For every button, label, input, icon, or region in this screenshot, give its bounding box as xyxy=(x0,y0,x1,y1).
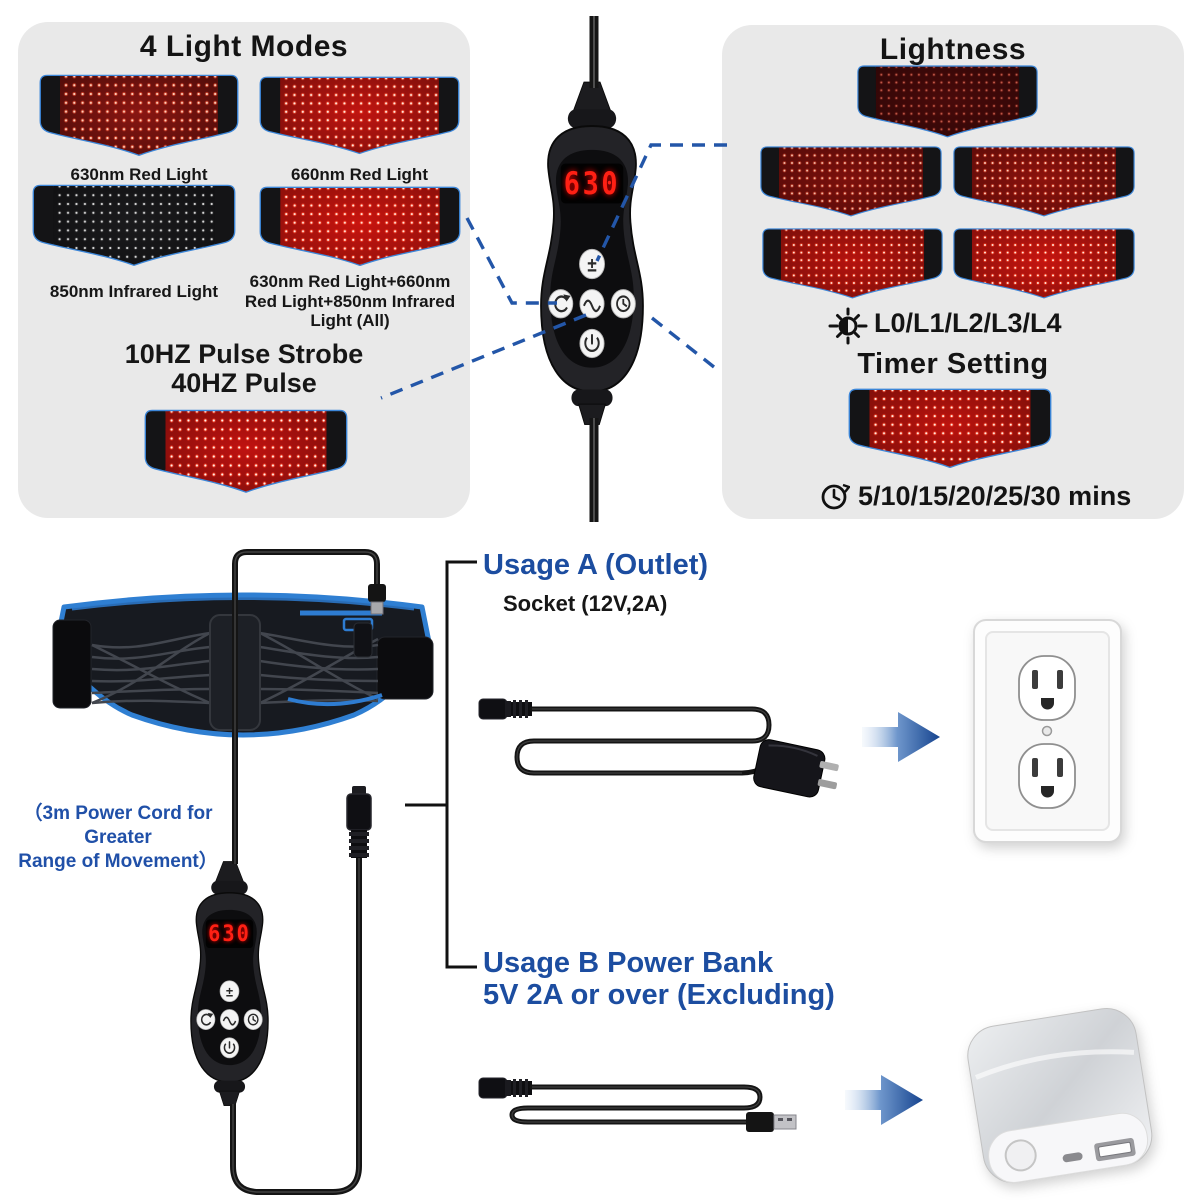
power-cord-note: （3m Power Cord for Greater Range of Move… xyxy=(2,802,234,873)
belt-lightness-l3-image xyxy=(760,226,945,302)
clock-icon xyxy=(820,481,850,511)
usb-a-plug-image xyxy=(746,1112,797,1132)
power-bank-image xyxy=(950,1005,1165,1190)
svg-text:630: 630 xyxy=(564,165,620,202)
belt-lightness-l1-image xyxy=(758,144,944,220)
controller-buttons: ± xyxy=(548,248,636,359)
svg-text:±: ± xyxy=(226,984,234,1000)
remote-controller-image-bottom: 630 ± xyxy=(172,860,287,1106)
power-cord-note-line1: （3m Power Cord for Greater xyxy=(23,803,213,848)
belt-660nm-label: 660nm Red Light xyxy=(291,165,428,184)
belt-lightness-l4-image xyxy=(951,226,1137,302)
usage-b-title-line2: 5V 2A or over (Excluding) xyxy=(483,978,835,1011)
pulse-title-line2: 40HZ Pulse xyxy=(171,368,317,399)
belt-back-view-image xyxy=(48,575,438,770)
dc-female-connector-b xyxy=(478,1077,532,1099)
usage-b-title-line1: Usage B Power Bank xyxy=(483,947,774,979)
belt-lightness-l0-image xyxy=(855,63,1040,141)
belt-630nm-image xyxy=(37,72,241,160)
timer-times-label: 5/10/15/20/25/30 mins xyxy=(858,481,1132,511)
lightness-levels-label: L0/L1/L2/L3/L4 xyxy=(874,308,1062,338)
lightness-timer-panel: Lightness xyxy=(722,25,1184,519)
light-modes-title: 4 Light Modes xyxy=(139,30,349,63)
dc-female-connector-a xyxy=(478,698,532,720)
usage-b-title: Usage B Power Bank 5V 2A or over (Exclud… xyxy=(483,947,835,1012)
lightness-title: Lightness xyxy=(879,33,1027,66)
usage-b-cable-image xyxy=(478,1077,797,1132)
pulse-title-line1: 10HZ Pulse Strobe xyxy=(124,339,364,369)
belt-850nm-label: 850nm Infrared Light xyxy=(49,282,219,301)
remote-controller-image-top: 630 ± xyxy=(516,80,668,425)
belt-630nm-label: 630nm Red Light xyxy=(70,165,208,184)
usage-a-title: Usage A (Outlet) xyxy=(483,549,709,581)
belt-lightness-l2-image xyxy=(951,144,1137,220)
belt-all-modes-image xyxy=(257,184,463,270)
wall-outlet-image xyxy=(970,616,1125,846)
svg-text:630: 630 xyxy=(208,921,251,947)
light-modes-panel: 4 Light Modes 630nm R xyxy=(18,22,470,518)
belt-850nm-image xyxy=(30,182,238,270)
belt-660nm-image xyxy=(257,74,462,158)
timer-title: Timer Setting xyxy=(857,348,1049,380)
belt-pulse-image xyxy=(142,407,350,497)
usage-a-subtitle: Socket (12V,2A) xyxy=(503,591,668,616)
pulse-modes-title: 10HZ Pulse Strobe 40HZ Pulse xyxy=(18,339,470,399)
belt-timer-image xyxy=(846,386,1054,472)
belt-all-modes-label: 630nm Red Light+660nm Red Light+850nm In… xyxy=(244,272,456,331)
usage-a-cable-image xyxy=(478,698,839,798)
arrow-to-outlet-icon xyxy=(862,712,940,762)
brightness-icon xyxy=(828,306,868,346)
arrow-to-power-bank-icon xyxy=(845,1075,923,1125)
wall-adapter-image xyxy=(753,739,839,798)
power-cord-note-line2: Range of Movement） xyxy=(18,850,218,872)
svg-text:±: ± xyxy=(587,253,596,276)
dc-female-connector-vertical xyxy=(346,786,372,858)
